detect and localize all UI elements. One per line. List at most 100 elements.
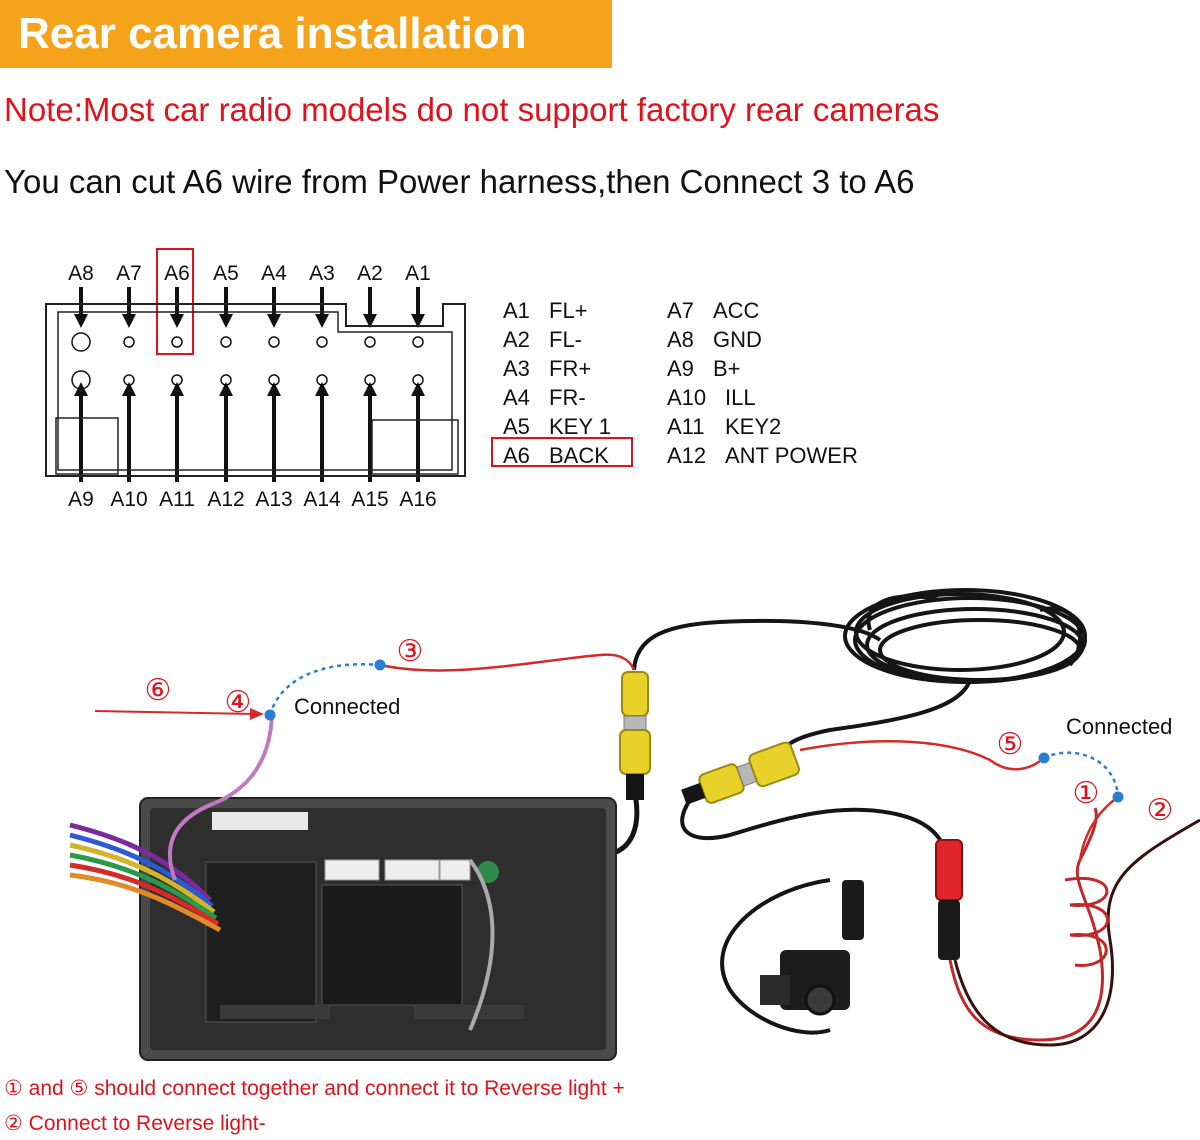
power-wire-black (953, 818, 1200, 1047)
bottom-pin-arrowhead (411, 382, 425, 396)
cable-coil (843, 588, 1087, 684)
bottom-pin-label: A14 (303, 488, 341, 511)
red-wire-3 (379, 653, 636, 672)
a6-highlight-box (156, 248, 194, 355)
pin-hole-top (268, 336, 280, 348)
top-pin-arrowhead (267, 314, 281, 328)
rca-plug-camera-side (681, 741, 800, 805)
top-pin-label: A1 (405, 262, 431, 285)
pin-hole-top (71, 332, 91, 352)
connection-dot-5 (1038, 752, 1050, 764)
top-pin-arrowhead (315, 314, 329, 328)
connection-dot-3 (374, 659, 386, 671)
connector-left-latch (55, 417, 119, 475)
footnote-2: ② Connect to Reverse light- (4, 1112, 266, 1135)
marker-4: ④ (225, 686, 252, 719)
note-text: Note:Most car radio models do not suppor… (4, 91, 940, 128)
bottom-pin-arrowhead (219, 382, 233, 396)
bottom-pin-arrowhead (122, 382, 136, 396)
bottom-pin-label: A11 (159, 488, 195, 511)
top-pin-label: A5 (213, 262, 239, 285)
wire-coil-red (1064, 877, 1109, 967)
top-pin-label: A7 (116, 262, 142, 285)
top-pin-arrowhead (363, 314, 377, 328)
red-wire-5 (799, 740, 1045, 771)
marker-6: ⑥ (145, 674, 172, 707)
connector-housing (45, 303, 466, 477)
camera-power-connector (842, 839, 963, 960)
marker-5: ⑤ (997, 728, 1024, 761)
top-pin-label: A2 (357, 262, 383, 285)
back-highlight-box (491, 437, 633, 467)
connection-link-right (1043, 751, 1120, 798)
coil-cable-upper (632, 618, 882, 671)
pin-hole-top (123, 336, 135, 348)
back-wire-pink (168, 714, 274, 881)
title-banner: Rear camera installation (0, 0, 612, 68)
bottom-pin-label: A9 (68, 488, 94, 511)
top-pin-label: A6 (164, 262, 190, 285)
pin-hole-bottom (220, 374, 232, 386)
connected-label-left: Connected (294, 694, 400, 719)
marker-3: ③ (397, 635, 424, 668)
top-pin-arrowhead (411, 314, 425, 328)
pin-hole-bottom (123, 374, 135, 386)
pin-hole-bottom (268, 374, 280, 386)
pin-hole-top (364, 336, 376, 348)
bottom-pin-label: A13 (255, 488, 292, 511)
bottom-pin-label: A10 (110, 488, 147, 511)
bottom-pin-label: A12 (207, 488, 244, 511)
bottom-pin-label: A15 (351, 488, 388, 511)
top-pin-label: A8 (68, 262, 94, 285)
camera-unit (760, 950, 850, 1016)
antenna-wire-grey (468, 858, 495, 1031)
top-pin-arrowhead (122, 314, 136, 328)
bottom-pin-arrowhead (315, 382, 329, 396)
instruction-text: You can cut A6 wire from Power harness,t… (4, 163, 915, 200)
camera-cable-to-camera (720, 878, 831, 1035)
connection-dot-1 (1112, 791, 1124, 803)
top-pin-arrowhead (170, 314, 184, 328)
pin-hole-bottom (171, 374, 183, 386)
connection-link-left (268, 663, 381, 716)
pin-hole-top (171, 336, 183, 348)
marker-2: ② (1147, 794, 1174, 827)
marker-6-arrow-line (94, 710, 259, 715)
connector-inner-outline (57, 311, 453, 471)
top-pin-arrowhead (219, 314, 233, 328)
top-pin-label: A4 (261, 262, 287, 285)
rca-plug-radio-side (619, 671, 651, 800)
connected-label-right: Connected (1066, 714, 1172, 739)
pin-hole-bottom (412, 374, 424, 386)
top-pin-label: A3 (309, 262, 335, 285)
pin-hole-top (412, 336, 424, 348)
pin-hole-bottom (71, 370, 91, 390)
connection-dot-4 (264, 709, 276, 721)
marker-1: ① (1073, 777, 1100, 810)
camera-cable (680, 798, 949, 871)
connector-right-latch (371, 419, 459, 475)
pin-hole-bottom (316, 374, 328, 386)
pin-hole-top (220, 336, 232, 348)
pin-hole-top (316, 336, 328, 348)
pin-hole-bottom (364, 374, 376, 386)
radio-head-unit (139, 797, 617, 1061)
footnote-1: ① and ⑤ should connect together and conn… (4, 1077, 625, 1100)
bottom-pin-arrowhead (267, 382, 281, 396)
red-wire-1 (1078, 795, 1119, 861)
wiring-illustration: ③ ⑥ ④ ⑤ ① ② Connected Connected (69, 588, 1200, 1061)
top-pin-arrowhead (74, 314, 88, 328)
